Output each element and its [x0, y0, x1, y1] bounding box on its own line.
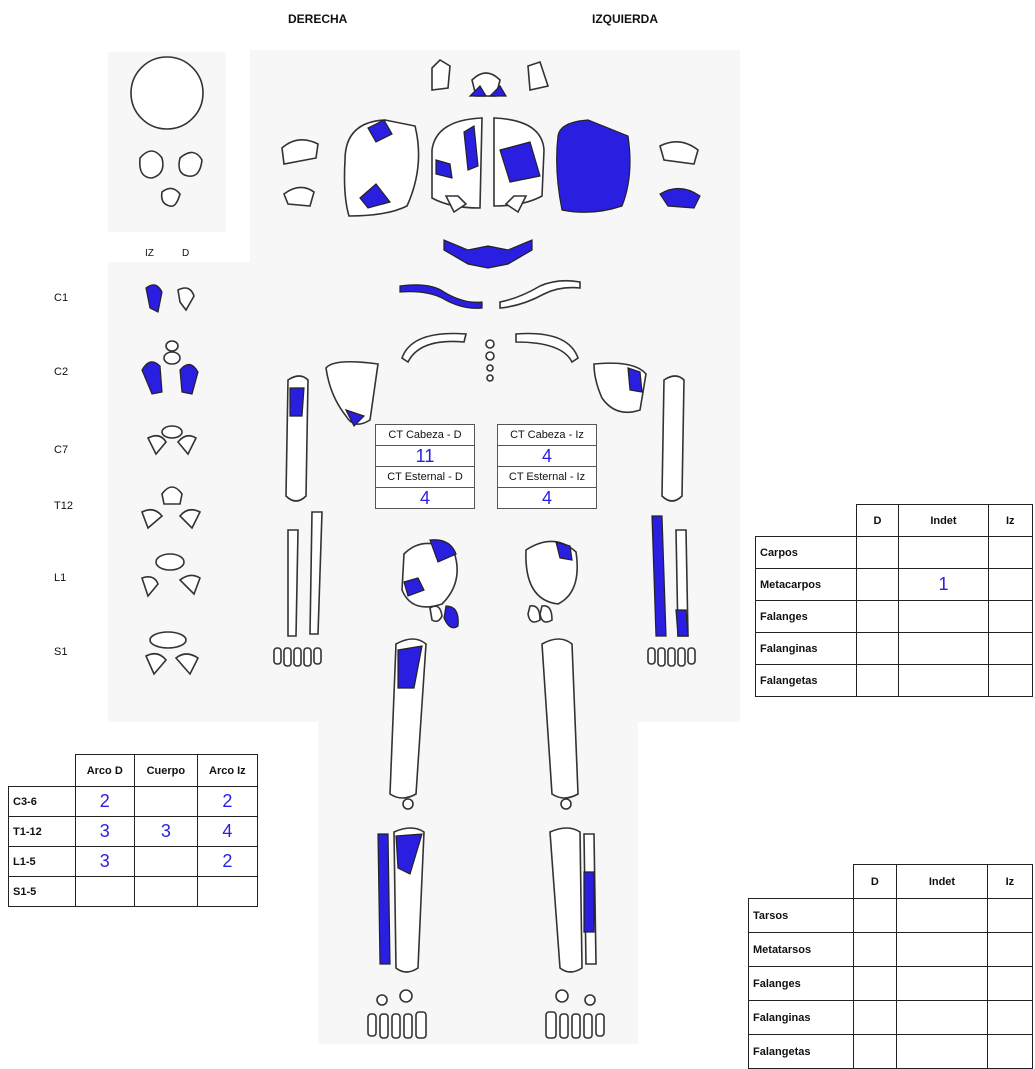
hand-col-iz: Iz	[988, 505, 1032, 537]
c2-body	[164, 352, 180, 364]
foot-left-bones	[546, 990, 604, 1038]
hand-row-label: Falanginas	[756, 633, 857, 665]
metacarpos-indet-value: 1	[899, 569, 988, 601]
temporal-right-bottom	[284, 187, 314, 206]
radius-right	[288, 530, 298, 636]
ct-esternal-d-value: 4	[376, 488, 474, 508]
fibula-left-marked	[584, 872, 594, 932]
occipital-lateral-right	[432, 60, 450, 90]
s1-vertebra	[146, 632, 198, 674]
sternum-3	[487, 365, 493, 371]
sphenoid-small-bone	[162, 188, 180, 206]
c7-vertebra	[148, 426, 196, 454]
rib-left	[516, 334, 578, 363]
c2-dens	[166, 341, 178, 351]
temporal-left-top	[660, 142, 698, 164]
vert-row-label: L1-5	[9, 847, 76, 877]
foot-row-label: Falanginas	[749, 1001, 854, 1035]
patella-right	[403, 799, 413, 809]
ct-esternal-iz-label: CT Esternal - Iz	[498, 467, 596, 488]
ulna-right	[310, 512, 322, 634]
vert-col-arco-d: Arco D	[75, 755, 134, 787]
foot-table: D Indet Iz Tarsos Metatarsos Falanges Fa…	[748, 864, 1033, 1069]
ct-cabeza-d-box: CT Cabeza - D 11 CT Esternal - D 4	[375, 424, 475, 509]
rib-right	[402, 334, 466, 363]
hand-col-d: D	[856, 505, 899, 537]
temporal-left-bottom-marked	[660, 188, 700, 208]
patella-left	[561, 799, 571, 809]
foot-row-label: Falangetas	[749, 1035, 854, 1069]
foot-row-label: Metatarsos	[749, 933, 854, 967]
foot-row-label: Tarsos	[749, 899, 854, 933]
hand-right-bones	[274, 648, 321, 666]
petrous-right-bone	[140, 151, 163, 178]
ct-esternal-d-label: CT Esternal - D	[376, 467, 474, 488]
temporal-right-top	[282, 140, 318, 164]
ct-cabeza-iz-box: CT Cabeza - Iz 4 CT Esternal - Iz 4	[497, 424, 597, 509]
sternum-4	[487, 375, 493, 381]
sternum-1	[486, 340, 494, 348]
c2-right-marked	[142, 362, 162, 394]
vert-row-label: S1-5	[9, 877, 76, 907]
ct-cabeza-d-label: CT Cabeza - D	[376, 425, 474, 446]
foot-col-d: D	[853, 865, 897, 899]
vert-row-label: T1-12	[9, 817, 76, 847]
c1-right-marked	[146, 285, 162, 312]
sternum-2	[486, 352, 494, 360]
c2-left-marked	[180, 364, 198, 394]
hand-left-bones	[648, 648, 695, 666]
scapula-left-marked	[628, 368, 642, 392]
hand-table: D Indet Iz Carpos Metacarpos 1 Falanges F…	[755, 504, 1033, 697]
pubis-left	[540, 606, 552, 622]
mandible-marked	[444, 240, 532, 268]
parietal-left-marked	[557, 120, 630, 212]
tibia-left	[550, 828, 582, 972]
hand-row-label: Falangetas	[756, 665, 857, 697]
humerus-right-marked	[290, 388, 304, 416]
vert-row-label: C3-6	[9, 787, 76, 817]
femur-left	[542, 639, 578, 798]
foot-col-iz: Iz	[987, 865, 1032, 899]
ct-cabeza-iz-value: 4	[498, 446, 596, 467]
c1-left	[178, 288, 194, 310]
clavicle-right-marked	[400, 285, 482, 308]
t12-vertebra	[142, 487, 200, 528]
petrous-left-bone	[179, 152, 202, 176]
fibula-right-marked	[378, 834, 390, 964]
ct-esternal-iz-value: 4	[498, 488, 596, 508]
ischium-left	[528, 606, 540, 622]
ct-cabeza-iz-label: CT Cabeza - Iz	[498, 425, 596, 446]
humerus-left	[662, 376, 684, 501]
radius-left-marked	[652, 516, 666, 636]
clavicle-left	[500, 281, 580, 308]
hand-row-label: Metacarpos	[756, 569, 857, 601]
ct-cabeza-d-value: 11	[376, 446, 474, 467]
hand-row-label: Carpos	[756, 537, 857, 569]
vert-col-arco-iz: Arco Iz	[197, 755, 257, 787]
hand-row-label: Falanges	[756, 601, 857, 633]
skull-vault-bone	[131, 57, 203, 129]
ischium-right	[430, 606, 442, 621]
foot-right-bones	[368, 990, 426, 1038]
ulna-left-marked	[676, 610, 688, 636]
pubis-right-marked	[444, 606, 458, 628]
vert-col-cuerpo: Cuerpo	[134, 755, 197, 787]
foot-col-indet: Indet	[897, 865, 988, 899]
occipital-lateral-left	[528, 62, 548, 90]
foot-row-label: Falanges	[749, 967, 854, 1001]
l1-vertebra	[142, 554, 200, 596]
hand-col-indet: Indet	[899, 505, 988, 537]
